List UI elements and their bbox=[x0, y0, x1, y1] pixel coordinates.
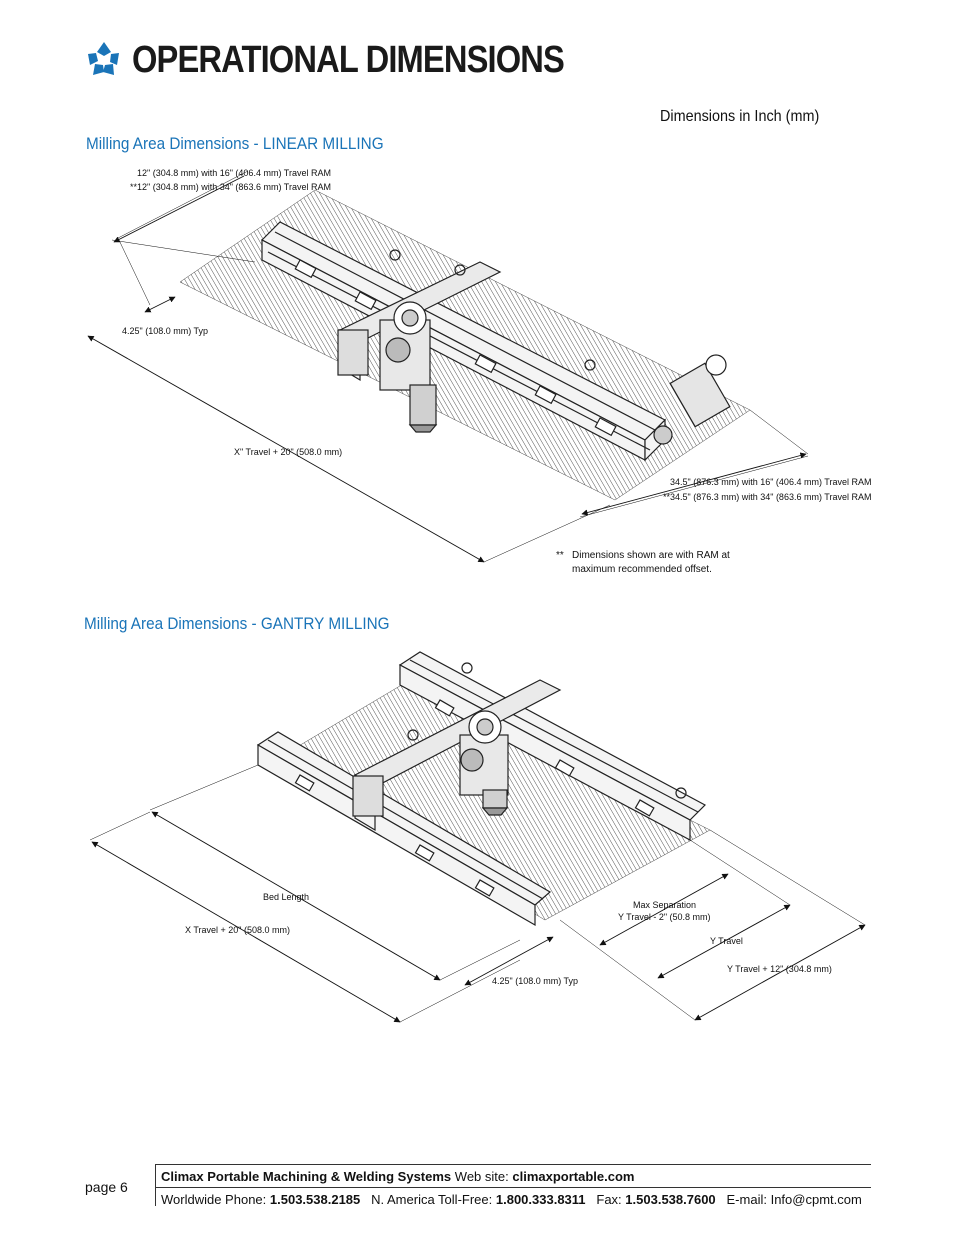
footer-company: Climax Portable Machining & Welding Syst… bbox=[161, 1169, 452, 1184]
footer-website[interactable]: climaxportable.com bbox=[512, 1169, 635, 1184]
footer-email-label: E-mail: bbox=[726, 1192, 767, 1207]
footer-tollfree-label: N. America Toll-Free: bbox=[371, 1192, 493, 1207]
linear-label-typ: 4.25" (108.0 mm) Typ bbox=[122, 326, 209, 336]
linear-dimension-lines bbox=[87, 170, 809, 563]
footer-tollfree: 1.800.333.8311 bbox=[495, 1192, 586, 1207]
footer-email[interactable]: Info@cpmt.com bbox=[770, 1192, 862, 1207]
footer-company-line: Climax Portable Machining & Welding Syst… bbox=[161, 1169, 634, 1184]
gantry-label-y-travel: Y Travel bbox=[710, 936, 743, 946]
climax-logo-icon bbox=[88, 42, 119, 75]
gantry-section-title: Milling Area Dimensions - GANTRY MILLING bbox=[84, 614, 390, 633]
linear-label-width-34: **34.5" (876.3 mm) with 34" (863.6 mm) T… bbox=[663, 492, 872, 502]
footer-contact-line: Worldwide Phone: 1.503.538.2185 N. Ameri… bbox=[161, 1192, 862, 1207]
footer-fax-label: Fax: bbox=[596, 1192, 622, 1207]
linear-label-ram-34: **12" (304.8 mm) with 34" (863.6 mm) Tra… bbox=[130, 182, 331, 192]
footer-phone-label: Worldwide Phone: bbox=[161, 1192, 267, 1207]
gantry-label-typ: 4.25" (108.0 mm) Typ bbox=[492, 976, 579, 986]
linear-milling-diagram bbox=[87, 170, 809, 563]
gantry-label-y-travel-minus: Y Travel - 2" (50.8 mm) bbox=[618, 912, 711, 922]
linear-note-line2: maximum recommended offset. bbox=[572, 564, 712, 575]
page-header: OPERATIONAL DIMENSIONS bbox=[84, 38, 634, 82]
linear-label-x-travel: X" Travel + 20" (508.0 mm) bbox=[234, 447, 343, 457]
gantry-label-max-separation: Max Separation bbox=[633, 900, 697, 910]
linear-note-line1: Dimensions shown are with RAM at bbox=[572, 550, 730, 561]
footer-mid-rule bbox=[155, 1187, 871, 1188]
page-title: OPERATIONAL DIMENSIONS bbox=[132, 38, 565, 81]
linear-label-width-16: 34.5" (876.3 mm) with 16" (406.4 mm) Tra… bbox=[670, 477, 872, 487]
footer-web-label: Web site: bbox=[454, 1169, 509, 1184]
gantry-label-x-travel: X Travel + 20" (508.0 mm) bbox=[185, 925, 290, 935]
footer-divider bbox=[155, 1164, 156, 1206]
linear-note-marker: ** bbox=[556, 550, 564, 561]
page-number: page 6 bbox=[85, 1179, 128, 1195]
linear-label-ram-16: 12" (304.8 mm) with 16" (406.4 mm) Trave… bbox=[137, 168, 331, 178]
footer-top-rule bbox=[155, 1164, 871, 1165]
gantry-label-y-travel-plus: Y Travel + 12" (304.8 mm) bbox=[727, 964, 832, 974]
footer-phone: 1.503.538.2185 bbox=[269, 1192, 361, 1207]
footer-fax: 1.503.538.7600 bbox=[625, 1192, 716, 1207]
units-note: Dimensions in Inch (mm) bbox=[660, 108, 820, 125]
gantry-dimension-lines bbox=[89, 764, 866, 1023]
linear-section-title: Milling Area Dimensions - LINEAR MILLING bbox=[86, 134, 384, 153]
gantry-label-bed-length: Bed Length bbox=[263, 892, 310, 902]
gantry-mill-machine bbox=[256, 651, 706, 927]
